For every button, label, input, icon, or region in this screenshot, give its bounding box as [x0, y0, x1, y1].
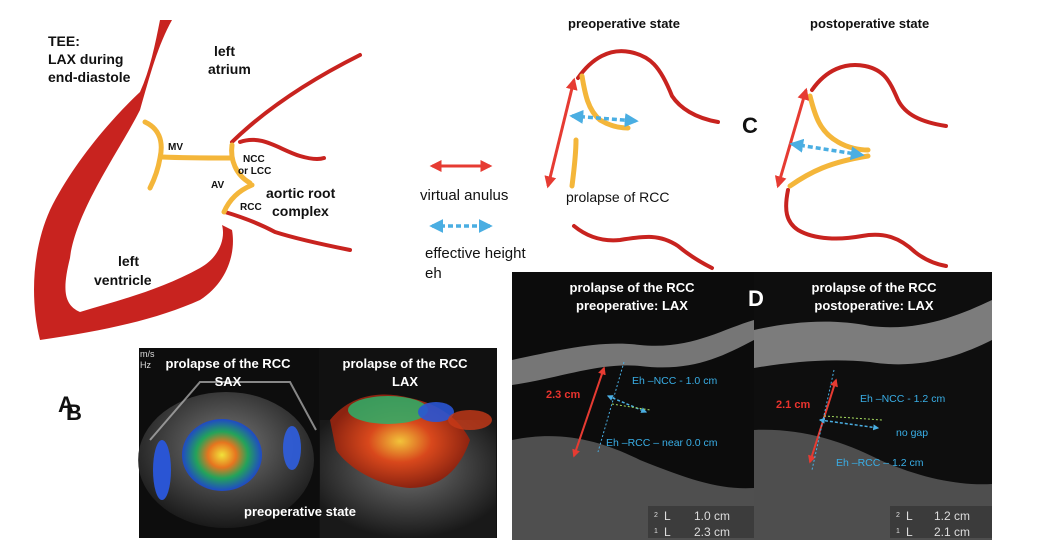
echo-post-title-1: prolapse of the RCC — [812, 280, 938, 295]
echo-post-m2-l: L — [906, 525, 913, 539]
echo-pre-eh-ncc: Eh –NCC - 1.0 cm — [632, 375, 717, 387]
left-atrium-label-1: left — [214, 43, 235, 59]
left-ventricle-label-1: left — [118, 253, 139, 269]
panel-b: B m/s Hz prolapse of the RCC SAX prolaps… — [66, 348, 497, 538]
left-ventricle-label-2: ventricle — [94, 272, 152, 288]
lax-title-2: LAX — [392, 374, 418, 389]
doppler-scale-label-1: m/s — [140, 349, 155, 359]
echo-pre-m2-value: 2.3 cm — [694, 525, 730, 539]
panel-b-letter: B — [66, 400, 82, 425]
ncc-leaflet — [229, 142, 253, 186]
echo-pre-title-1: prolapse of the RCC — [570, 280, 696, 295]
panel-d: prolapse of the RCC preoperative: LAX 2.… — [512, 272, 992, 540]
post-anulus-arrow — [774, 87, 810, 189]
valve-base — [159, 154, 233, 161]
legend-effective-height-1: effective height — [425, 245, 526, 262]
post-state-title: postoperative state — [810, 16, 929, 31]
rcc-label: RCC — [240, 202, 262, 213]
sax-title-2: SAX — [215, 374, 242, 389]
echo-post-m1-value: 1.2 cm — [934, 509, 970, 523]
legend-virtual-anulus: virtual anulus — [420, 187, 508, 204]
mv-label: MV — [168, 142, 183, 153]
sax-title-1: prolapse of the RCC — [166, 356, 292, 371]
echo-post-tissue-upper — [754, 300, 992, 368]
echo-post-m2-index: 1 — [896, 528, 900, 535]
panel-d-letter: D — [748, 286, 764, 311]
panel-c-letter: C — [742, 113, 758, 138]
post-lower-wall — [784, 188, 948, 268]
echo-post-eh-ncc: Eh –NCC - 1.2 cm — [860, 393, 945, 405]
echo-pre-eh-rcc: Eh –RCC – near 0.0 cm — [606, 437, 718, 449]
heart-wall — [34, 20, 233, 340]
panel-a: A TEE: LAX during end-diastole left atri… — [34, 20, 362, 417]
panel-a-letter: A — [58, 392, 74, 417]
echo-pre-green-caliper — [611, 403, 651, 411]
sax-doppler-jet — [182, 419, 262, 491]
mitral-valve-leaflet — [142, 119, 164, 191]
sax-doppler-blue-left — [153, 440, 171, 500]
aortic-root-label-1: aortic root — [266, 185, 336, 201]
echo-post-measure-box — [890, 506, 992, 538]
echo-pre-m1-value: 1.0 cm — [694, 509, 730, 523]
tee-label-line2: LAX during — [48, 51, 123, 67]
pre-state-title: preoperative state — [568, 16, 680, 31]
pre-rcc-prolapse-leaflet — [569, 137, 579, 189]
legend-effective-height-2: eh — [425, 265, 442, 282]
ncc-label-2: or LCC — [238, 166, 271, 177]
pre-upper-wall — [576, 49, 720, 124]
echo-pre-eh-ncc-arrow — [606, 395, 648, 413]
echo-post-m1-index: 2 — [896, 512, 900, 519]
preoperative-state-caption: preoperative state — [244, 504, 356, 519]
echo-pre-m1-index: 2 — [654, 512, 658, 519]
atrium-wall — [230, 53, 362, 144]
sax-sector-edge — [149, 381, 317, 441]
echo-post-measure-line — [811, 369, 835, 471]
post-eh-arrow — [789, 138, 865, 161]
echo-post-height-label: 2.1 cm — [776, 399, 810, 411]
aortic-wall-upper — [238, 137, 326, 162]
post-upper-wall — [810, 63, 948, 128]
pre-lower-wall — [572, 224, 714, 270]
echo-pre-height-arrow — [572, 366, 606, 458]
echo-post-eh-rcc: Eh –RCC – 1.2 cm — [836, 457, 924, 469]
aortic-root-label-2: complex — [272, 203, 329, 219]
rcc-leaflet — [221, 182, 255, 215]
post-rcc-leaflet — [787, 153, 871, 189]
aortic-wall-lower — [223, 210, 352, 252]
echo-post-m1-l: L — [906, 509, 913, 523]
prolapse-of-rcc-label: prolapse of RCC — [566, 189, 670, 205]
echo-post-m2-value: 2.1 cm — [934, 525, 970, 539]
echo-post-title-2: postoperative: LAX — [814, 298, 934, 313]
left-atrium-label-2: atrium — [208, 61, 251, 77]
lax-doppler-green — [348, 396, 428, 424]
pre-anulus-arrow — [544, 77, 578, 189]
post-ncc-leaflet — [807, 93, 871, 153]
echo-pre-measure-box — [648, 506, 754, 538]
av-label: AV — [211, 180, 224, 191]
ncc-label-1: NCC — [243, 154, 265, 165]
lax-doppler-red-band — [448, 410, 492, 430]
lax-doppler-blue — [418, 402, 454, 422]
pre-eh-arrow — [569, 109, 639, 128]
tee-label-line1: TEE: — [48, 33, 80, 49]
tee-label-line3: end-diastole — [48, 69, 131, 85]
echo-pre-m2-l: L — [664, 525, 671, 539]
sax-doppler-blue-right — [283, 426, 301, 470]
echo-pre-title-2: preoperative: LAX — [576, 298, 688, 313]
echo-pre-m1-l: L — [664, 509, 671, 523]
doppler-scale-label-2: Hz — [140, 360, 151, 370]
echo-post-no-gap: no gap — [896, 427, 928, 439]
panel-c: preoperative state postoperative state C… — [544, 16, 948, 270]
echo-post-green-caliper — [823, 415, 883, 421]
lax-title-1: prolapse of the RCC — [343, 356, 469, 371]
echo-pre-m2-index: 1 — [654, 528, 658, 535]
echo-pre-height-label: 2.3 cm — [546, 389, 580, 401]
legend: virtual anulus effective height eh — [420, 160, 526, 282]
